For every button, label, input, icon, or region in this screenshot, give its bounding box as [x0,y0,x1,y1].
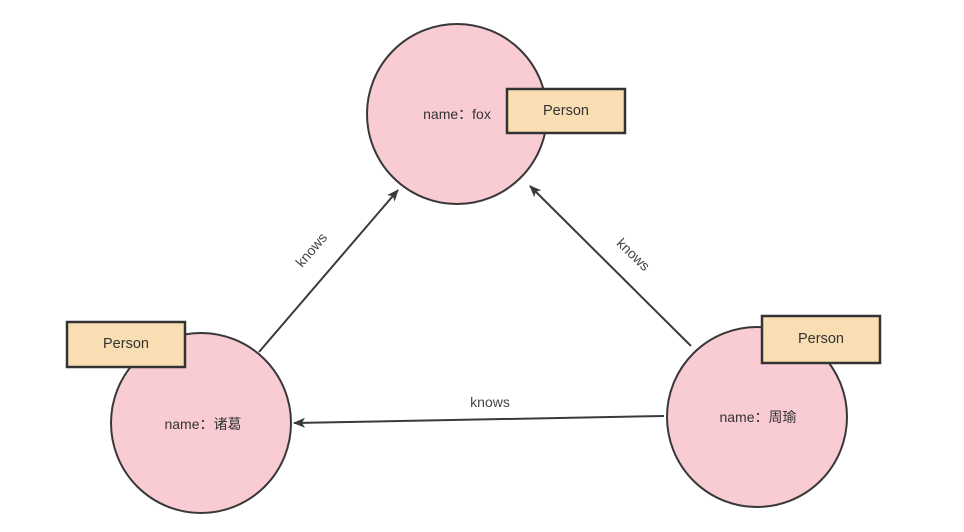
node-circle-zhuge [110,332,292,514]
node-property-zhouyu: name：周瑜 [719,409,796,425]
edge-label-zhuge-to-fox: knows [292,229,330,270]
node-zhuge: name：诸葛 Person [65,320,292,514]
node-type-label-fox [505,87,627,135]
node-circle-zhouyu [666,326,848,508]
node-zhouyu: name：周瑜 Person [666,314,882,508]
node-fox: name：fox Person [366,23,627,205]
edges-layer: knows knows knows [258,185,692,428]
edge-label-zhouyu-to-fox: knows [614,235,654,274]
node-type-label-text-zhuge: Person [103,336,149,352]
node-property-fox: name：fox [423,106,491,122]
edge-label-zhouyu-to-zhuge: knows [470,394,510,410]
node-type-label-text-zhouyu: Person [798,331,844,347]
nodes-layer: name：fox Person name：诸葛 Person name：周瑜 P… [65,23,882,514]
edge-zhuge-to-fox [258,189,399,353]
edge-zhouyu-to-zhuge [293,415,665,428]
node-type-label-text-fox: Person [543,103,589,119]
node-type-label-zhuge [65,320,187,369]
edge-zhouyu-to-fox [529,185,692,347]
node-property-zhuge: name：诸葛 [164,416,241,432]
node-type-label-zhouyu [760,314,882,365]
